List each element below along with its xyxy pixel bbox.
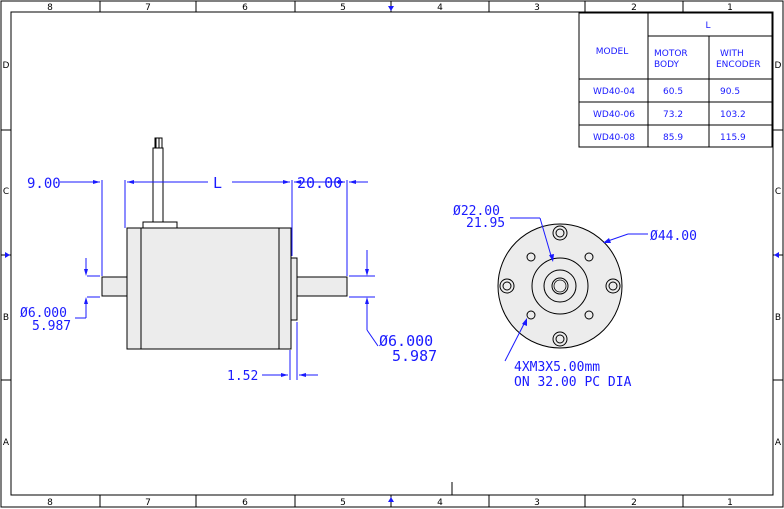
dim-rear-shaft-length: 9.00 — [27, 176, 61, 192]
row-label-c: C — [3, 187, 9, 197]
row-labels-left: D C B A — [3, 61, 10, 448]
col-label-8: 8 — [47, 3, 53, 13]
row-model: WD40-06 — [593, 110, 635, 120]
row-motor-body: 60.5 — [663, 87, 683, 97]
col-label-5: 5 — [340, 3, 346, 13]
col-label-2: 2 — [631, 498, 637, 508]
dim-front-shaft-dia-min: 5.987 — [392, 347, 437, 365]
motor-side-view — [101, 137, 348, 350]
col-label-6: 6 — [242, 498, 248, 508]
front-shaft — [296, 276, 348, 297]
column-labels-top: 8 7 6 5 4 3 2 1 — [47, 3, 733, 13]
screw-heads — [499, 225, 621, 347]
dim-pilot-dia-min: 21.95 — [466, 216, 505, 231]
dim-outer-dia: Ø44.00 — [650, 229, 697, 244]
mounting-holes — [526, 252, 594, 320]
front-view-arrowheads — [522, 238, 611, 326]
with-encoder-header: WITH — [720, 49, 744, 59]
motor-body — [126, 227, 292, 350]
row-with-encoder: 90.5 — [720, 87, 740, 97]
column-labels-bottom: 8 7 6 5 4 3 2 1 — [47, 498, 733, 508]
col-label-1: 1 — [727, 498, 733, 508]
col-label-7: 7 — [145, 3, 151, 13]
col-label-5: 5 — [340, 498, 346, 508]
col-label-3: 3 — [534, 3, 540, 13]
dim-flange-thickness: 1.52 — [227, 369, 258, 384]
dim-front-shaft-length: 20.00 — [297, 174, 342, 192]
dim-front-shaft-dia: Ø6.000 — [379, 332, 433, 350]
col-label-4: 4 — [437, 3, 443, 13]
col-label-4: 4 — [437, 498, 443, 508]
center-markers — [5, 6, 779, 502]
col-label-8: 8 — [47, 498, 53, 508]
side-view-dimensions — [60, 180, 379, 380]
with-encoder-header-2: ENCODER — [716, 60, 761, 70]
dim-body-length: L — [213, 174, 222, 192]
dim-rear-shaft-dia-min: 5.987 — [32, 319, 71, 334]
col-label-1: 1 — [727, 3, 733, 13]
side-view-arrowheads — [84, 180, 369, 377]
row-label-d: D — [3, 61, 10, 71]
lead-boss — [142, 221, 178, 229]
motor-body-header-2: BODY — [654, 60, 680, 70]
row-model: WD40-08 — [593, 133, 635, 143]
l-header: L — [705, 21, 710, 31]
row-with-encoder: 115.9 — [720, 133, 746, 143]
row-motor-body: 73.2 — [663, 110, 683, 120]
row-with-encoder: 103.2 — [720, 110, 746, 120]
row-label-c: C — [775, 187, 781, 197]
front-flange — [290, 257, 298, 321]
row-model: WD40-04 — [593, 87, 635, 97]
dim-rear-shaft-dia: Ø6.000 — [20, 306, 67, 321]
col-label-3: 3 — [534, 498, 540, 508]
dim-pilot-dia: Ø22.00 — [453, 204, 500, 219]
rear-shaft — [101, 276, 128, 297]
front-view-labels: Ø22.00 21.95 Ø44.00 4XM3X5.00mm ON 32.00… — [453, 204, 697, 390]
row-label-b: B — [775, 313, 781, 323]
col-label-7: 7 — [145, 498, 151, 508]
row-label-a: A — [3, 438, 10, 448]
row-labels-right: D C B A — [775, 61, 782, 448]
note-mounting-holes: 4XM3X5.00mm — [514, 360, 600, 375]
motor-body-header: MOTOR — [654, 49, 688, 59]
row-label-b: B — [3, 313, 9, 323]
row-motor-body: 85.9 — [663, 133, 683, 143]
col-label-6: 6 — [242, 3, 248, 13]
model-header: MODEL — [596, 47, 628, 57]
lead-wires — [152, 137, 164, 223]
motor-front-view — [497, 223, 623, 349]
note-pitch-circle: ON 32.00 PC DIA — [514, 375, 632, 390]
side-view-labels: 9.00 L 20.00 Ø6.000 5.987 Ø6.000 5.987 1… — [20, 174, 437, 384]
model-table: MODEL L MOTOR BODY WITH ENCODER WD40-04 … — [578, 12, 773, 148]
row-label-a: A — [775, 438, 782, 448]
row-label-d: D — [775, 61, 782, 71]
col-label-2: 2 — [631, 3, 637, 13]
